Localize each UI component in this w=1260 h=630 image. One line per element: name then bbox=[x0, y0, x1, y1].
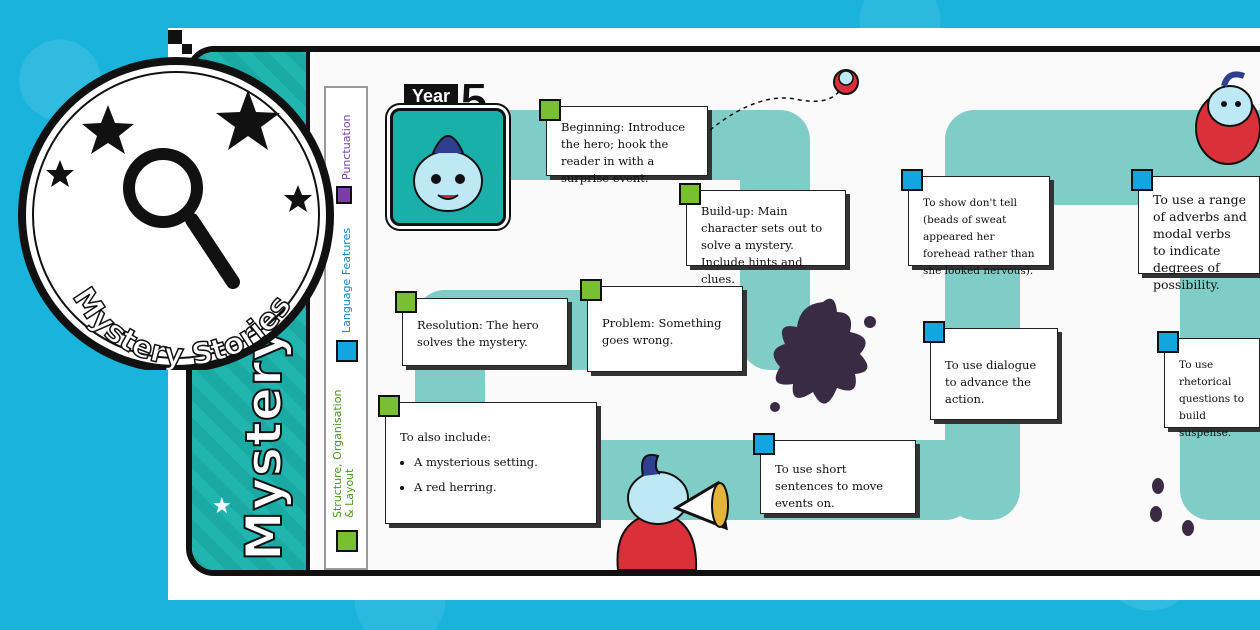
structure-marker bbox=[539, 99, 561, 121]
language-marker bbox=[923, 321, 945, 343]
structure-marker bbox=[580, 279, 602, 301]
also-include-title: To also include: bbox=[400, 430, 492, 444]
star-icon: ★ bbox=[212, 494, 232, 519]
list-item: A red herring. bbox=[414, 479, 584, 496]
card-buildup: Build-up: Main character sets out to sol… bbox=[679, 183, 846, 286]
card-text: Resolution: The hero solves the mystery. bbox=[417, 318, 539, 349]
card-text: Beginning: Introduce the hero; hook the … bbox=[561, 120, 686, 185]
card-adverbs: To use a range of adverbs and modal verb… bbox=[1131, 169, 1260, 292]
card-resolution: Resolution: The hero solves the mystery. bbox=[395, 291, 568, 366]
year-badge: Year 5 bbox=[390, 73, 510, 226]
ink-splat-icon bbox=[770, 298, 876, 412]
punctuation-swatch bbox=[336, 186, 352, 204]
footprints-icon bbox=[1150, 478, 1194, 536]
structure-marker bbox=[378, 395, 400, 417]
card-dialogue: To use dialogue to advance the action. bbox=[923, 321, 1058, 420]
story-track bbox=[1180, 110, 1260, 520]
mini-mascot-icon bbox=[709, 69, 859, 131]
card-text: To use short sentences to move events on… bbox=[775, 462, 884, 510]
card-rhetorical: To use rhetorical questions to build sus… bbox=[1157, 331, 1260, 439]
card-text: To use rhetorical questions to build sus… bbox=[1179, 359, 1245, 439]
side-title: Mystery bbox=[234, 326, 294, 562]
mascot-icon bbox=[1195, 71, 1260, 165]
legend-language-features: Language Features bbox=[340, 227, 353, 333]
also-include-list: A mysterious setting. A red herring. bbox=[400, 454, 584, 496]
card-text: To show don't tell (beads of sweat appea… bbox=[923, 197, 1035, 277]
megaphone-icon bbox=[616, 454, 729, 570]
language-marker bbox=[901, 169, 923, 191]
list-item: A mysterious setting. bbox=[414, 454, 584, 471]
card-show-dont-tell: To show don't tell (beads of sweat appea… bbox=[901, 169, 1050, 277]
language-marker bbox=[753, 433, 775, 455]
card-text: To use a range of adverbs and modal verb… bbox=[1153, 192, 1247, 292]
card-also-include: To also include: A mysterious setting. A… bbox=[378, 395, 597, 524]
language-marker bbox=[1157, 331, 1179, 353]
card-beginning: Beginning: Introduce the hero; hook the … bbox=[539, 99, 708, 185]
legend-punctuation: Punctuation bbox=[340, 114, 353, 180]
card-short-sentences: To use short sentences to move events on… bbox=[753, 433, 916, 514]
card-text: Build-up: Main character sets out to sol… bbox=[701, 204, 823, 286]
language-marker bbox=[1131, 169, 1153, 191]
card-text: Problem: Something goes wrong. bbox=[602, 316, 722, 347]
structure-marker bbox=[395, 291, 417, 313]
mascot-icon bbox=[390, 108, 506, 226]
language-swatch bbox=[336, 340, 358, 362]
star-icon bbox=[46, 90, 312, 212]
card-text: To use dialogue to advance the action. bbox=[945, 358, 1037, 406]
year-label: Year bbox=[404, 84, 459, 109]
legend: Punctuation Language Features Structure,… bbox=[324, 86, 368, 570]
legend-structure: Structure, Organisation & Layout bbox=[331, 389, 356, 518]
title-emblem: Mystery Stories bbox=[18, 30, 334, 370]
card-problem: Problem: Something goes wrong. bbox=[580, 279, 743, 372]
magnifying-glass-icon bbox=[123, 148, 240, 289]
structure-marker bbox=[679, 183, 701, 205]
structure-swatch bbox=[336, 530, 358, 552]
